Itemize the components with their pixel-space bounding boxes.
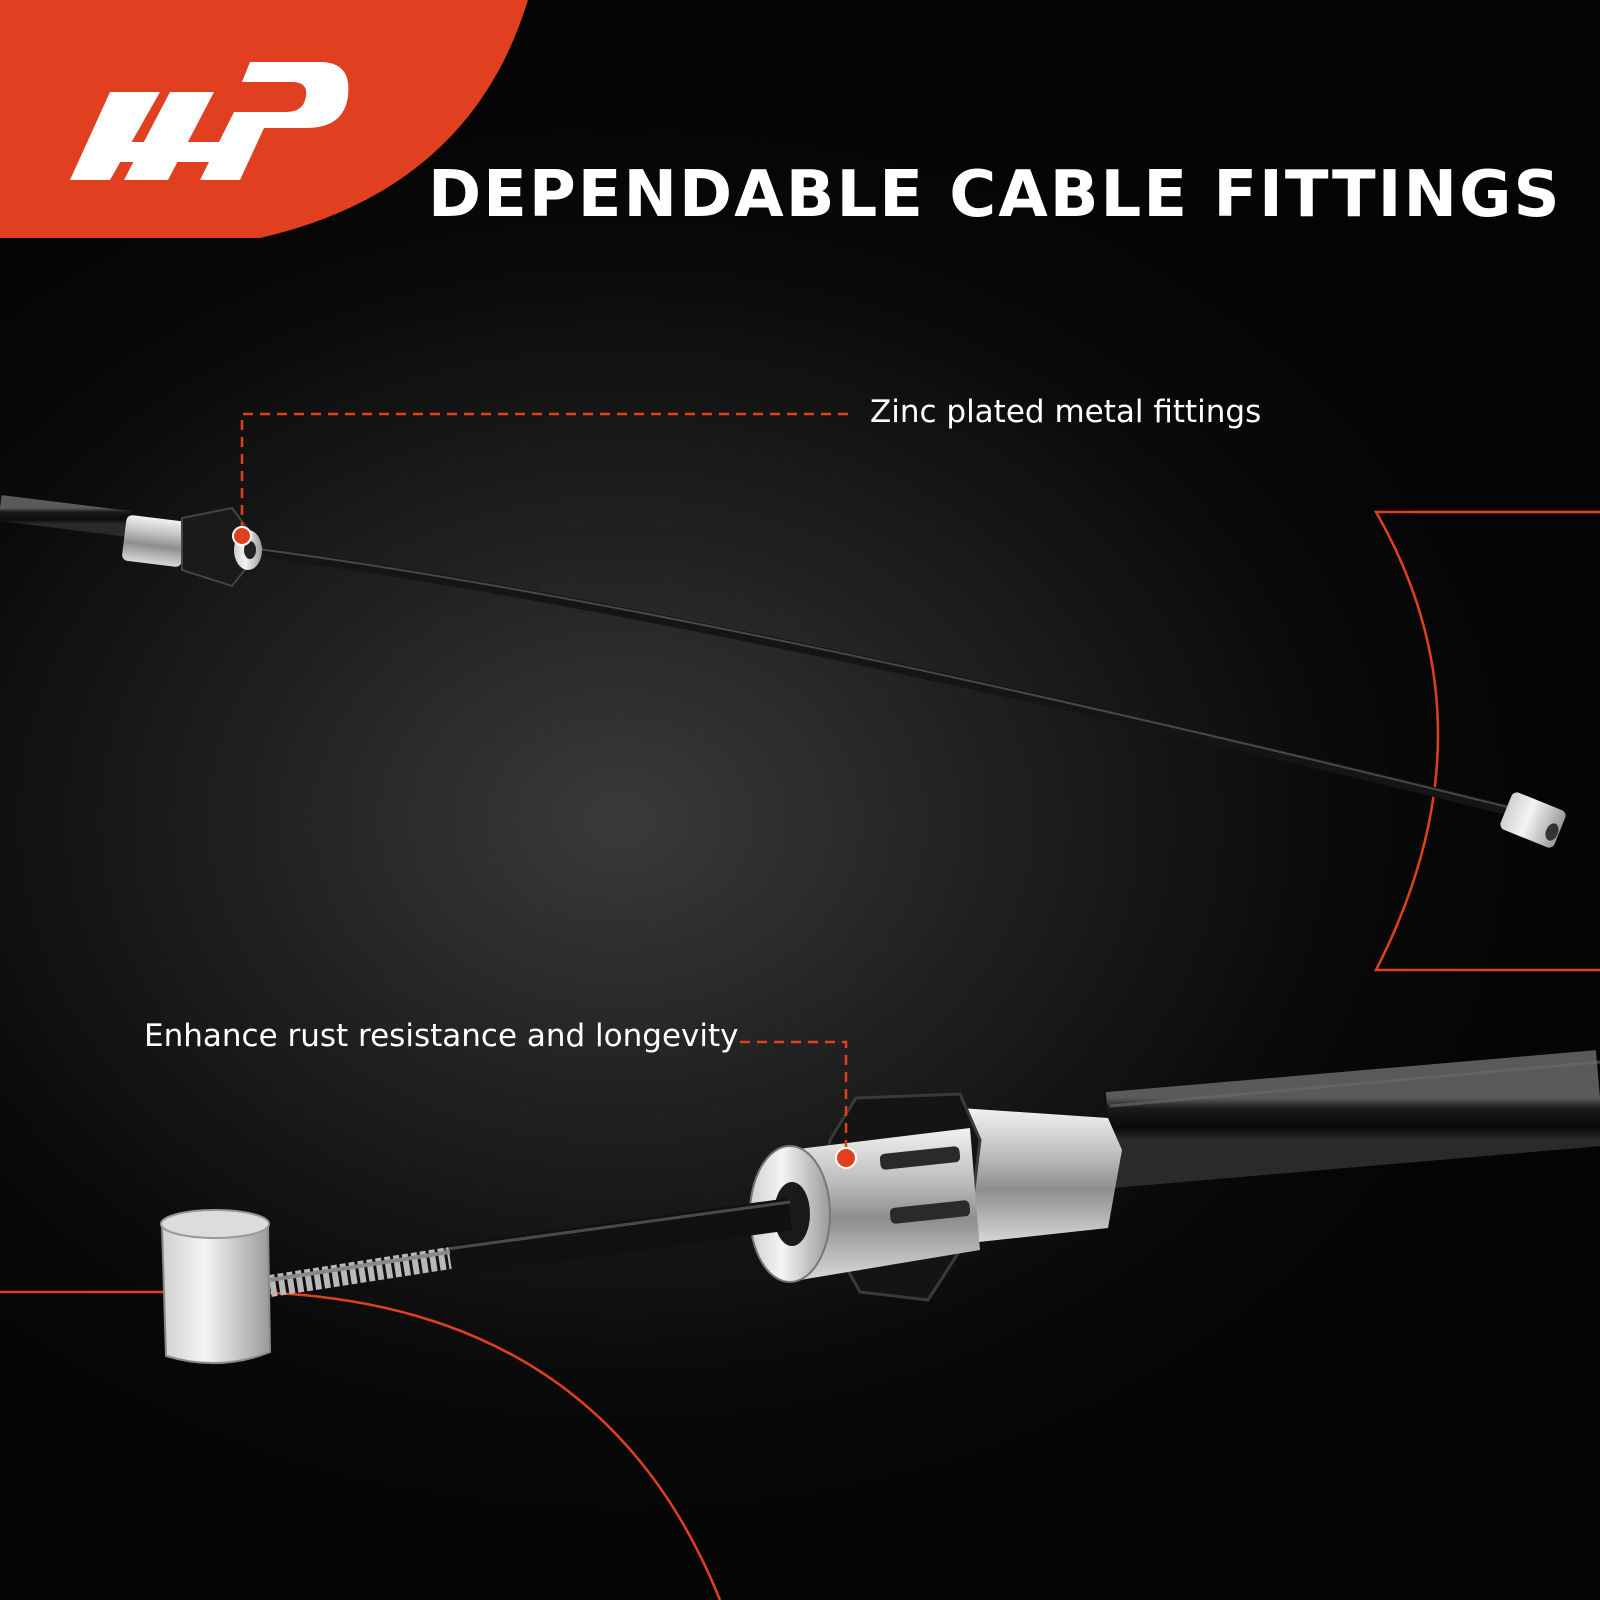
leader-rust [740,1040,857,1169]
brand-corner [0,0,540,240]
lower-cable [160,1050,1600,1365]
page-title: DEPENDABLE CABLE FITTINGS [428,158,1562,232]
decorative-arc-bottom [0,1290,722,1600]
ap-logo-icon [0,0,528,238]
upper-cable [0,495,1566,848]
callout-rust-label: Enhance rust resistance and longevity [144,1018,739,1054]
decorative-arc-right [1373,510,1600,972]
callout-fittings-label: Zinc plated metal fittings [870,394,1262,430]
leader-fittings [232,412,848,546]
